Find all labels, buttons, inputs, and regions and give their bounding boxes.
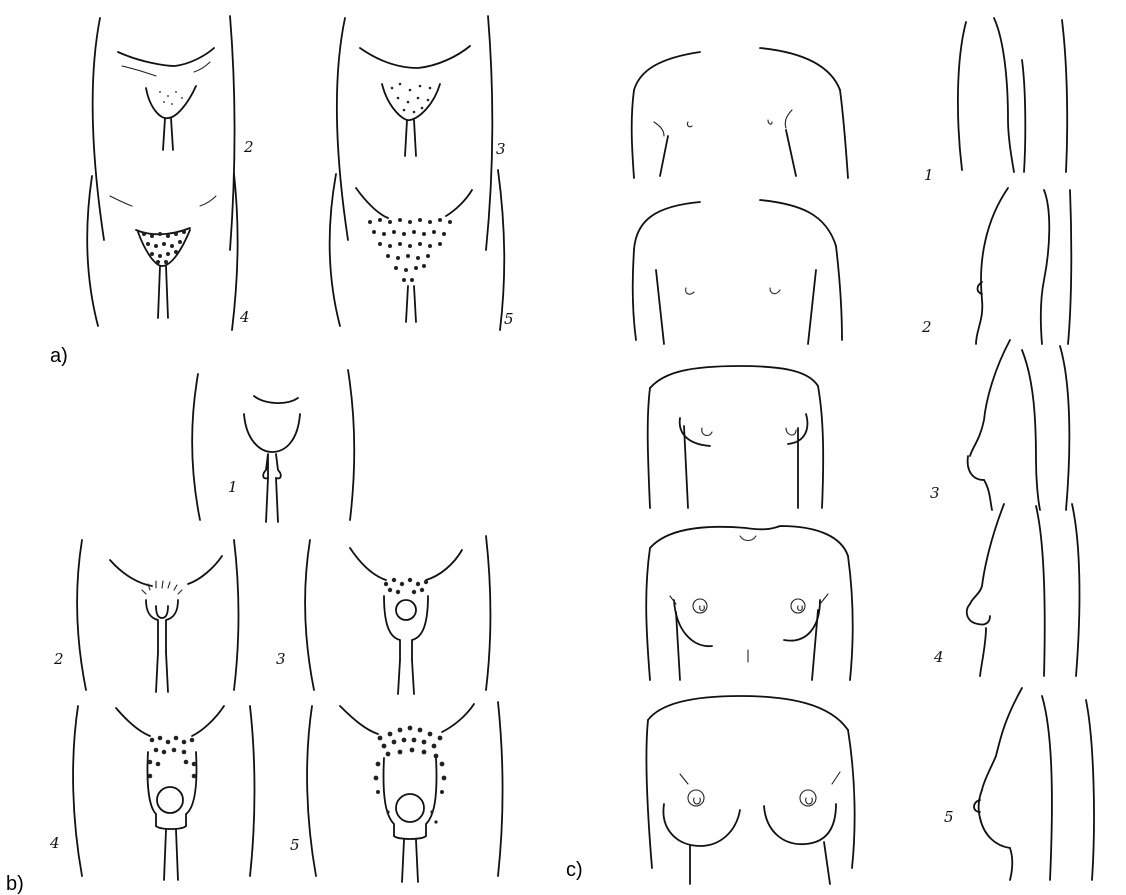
panel-a-stage-4-drawing <box>87 174 237 330</box>
panel-c-stage-3-drawing <box>648 340 1070 510</box>
panel-c-stage-5-number: 5 <box>944 808 954 826</box>
panel-b-stage-3-drawing <box>305 536 490 694</box>
panel-c-stage-5-drawing <box>646 688 1094 884</box>
panel-a-stage-2-drawing <box>93 16 235 250</box>
panel-a-label: a) <box>50 345 68 367</box>
panel-a-stage-3-number: 3 <box>496 140 506 158</box>
panel-c-stage-1-number: 1 <box>924 166 934 184</box>
panel-b-label: b) <box>6 873 24 895</box>
panel-a-stage-5-number: 5 <box>504 310 514 328</box>
panel-a: 2 3 <box>50 16 514 367</box>
panel-a-stage-2-number: 2 <box>243 138 254 156</box>
panel-c-stage-4-number: 4 <box>933 648 944 666</box>
panel-b-stage-5-drawing <box>307 702 502 882</box>
panel-c: 1 2 <box>566 18 1094 884</box>
panel-b-stage-2-number: 2 <box>53 650 64 668</box>
panel-c-stage-2-number: 2 <box>921 318 932 336</box>
panel-c-stage-3-number: 3 <box>930 484 940 502</box>
panel-b-stage-1-number: 1 <box>228 478 238 496</box>
panel-a-stage-5-drawing <box>330 170 505 330</box>
panel-b-stage-2-drawing <box>77 540 238 692</box>
panel-b-stage-1-drawing <box>192 370 354 522</box>
panel-c-stage-2-drawing <box>633 188 1072 344</box>
panel-b-stage-5-number: 5 <box>290 836 300 854</box>
panel-a-stage-4-number: 4 <box>239 308 250 326</box>
panel-b-stage-3-number: 3 <box>276 650 286 668</box>
panel-b-stage-4-number: 4 <box>49 834 60 852</box>
panel-c-stage-4-drawing <box>646 504 1079 680</box>
panel-c-stage-1-drawing <box>632 18 1068 178</box>
panel-c-label: c) <box>566 859 583 881</box>
panel-a-stage-3-drawing <box>337 16 492 250</box>
panel-b-stage-4-drawing <box>73 706 254 880</box>
panel-b: 1 2 <box>6 370 503 895</box>
